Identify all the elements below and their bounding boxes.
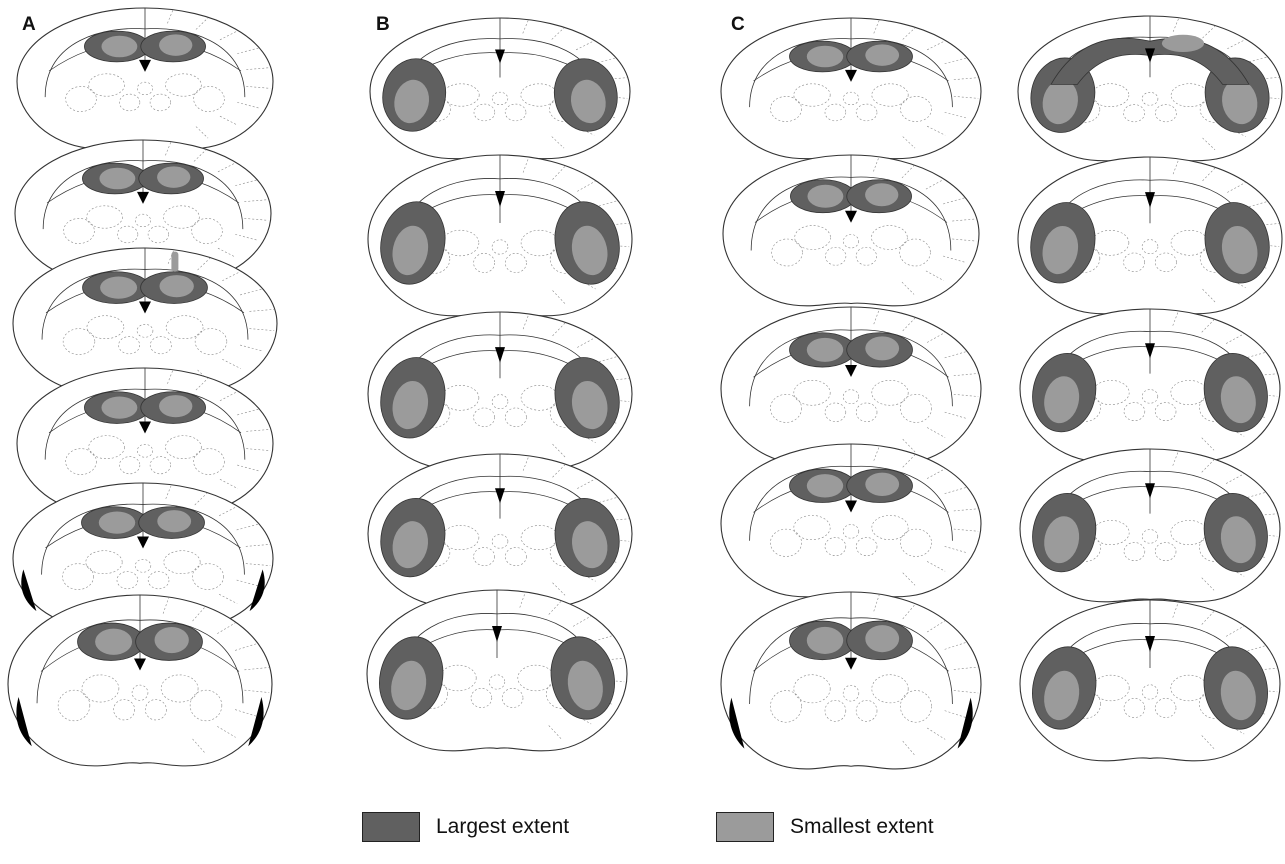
lesion-smallest bbox=[807, 338, 843, 362]
section-b-4 bbox=[368, 454, 632, 607]
section-b-5 bbox=[367, 590, 627, 751]
lesion-smallest bbox=[101, 397, 137, 419]
section-a-1 bbox=[17, 8, 273, 149]
lesion-smallest bbox=[807, 474, 843, 497]
lesion-smallest bbox=[95, 629, 132, 655]
lesion-smallest bbox=[157, 510, 191, 532]
section-c2-3 bbox=[1020, 309, 1280, 462]
section-c2-1 bbox=[1018, 16, 1282, 161]
lesion-smallest bbox=[865, 336, 899, 360]
lesion-smallest bbox=[101, 36, 137, 58]
smallest-extent-swatch bbox=[716, 812, 774, 842]
lesion-smallest bbox=[155, 627, 189, 653]
lesion-smallest bbox=[807, 627, 843, 654]
section-c2-2 bbox=[1018, 157, 1282, 314]
lesion-smallest bbox=[1162, 35, 1204, 52]
panel-label-a: A bbox=[22, 14, 36, 36]
lesion-smallest bbox=[160, 275, 194, 297]
section-b-2 bbox=[368, 155, 632, 316]
sections-layer bbox=[8, 8, 1282, 769]
lesion-smallest bbox=[865, 625, 899, 652]
lesion-smallest bbox=[865, 473, 899, 496]
section-c-1 bbox=[721, 18, 981, 159]
lesion-smallest bbox=[99, 168, 135, 190]
lesion-smallest bbox=[865, 183, 898, 206]
section-c2-5 bbox=[1020, 600, 1280, 761]
largest-extent-swatch bbox=[362, 812, 420, 842]
lesion-smallest bbox=[157, 166, 190, 188]
legend-smallest: Smallest extent bbox=[716, 812, 934, 842]
needle-track bbox=[171, 252, 178, 272]
section-b-3 bbox=[368, 312, 632, 469]
lesion-smallest bbox=[99, 512, 135, 534]
section-c-5 bbox=[721, 592, 981, 769]
section-c2-4 bbox=[1020, 449, 1280, 602]
lesion-smallest bbox=[865, 44, 899, 66]
lesion-smallest bbox=[159, 34, 192, 56]
section-a-6 bbox=[8, 595, 272, 766]
lesion-smallest bbox=[807, 46, 843, 68]
panel-label-b: B bbox=[376, 14, 390, 36]
lesion-smallest bbox=[100, 277, 137, 299]
largest-extent-label: Largest extent bbox=[436, 815, 569, 839]
lesion-smallest bbox=[807, 185, 843, 208]
legend-largest: Largest extent bbox=[362, 812, 569, 842]
section-c-3 bbox=[721, 307, 981, 464]
lesion-smallest bbox=[159, 395, 192, 417]
panel-label-c: C bbox=[731, 14, 745, 36]
section-c-4 bbox=[721, 444, 981, 597]
section-b-1 bbox=[370, 18, 630, 159]
section-c-2 bbox=[723, 155, 979, 306]
smallest-extent-label: Smallest extent bbox=[790, 815, 934, 839]
